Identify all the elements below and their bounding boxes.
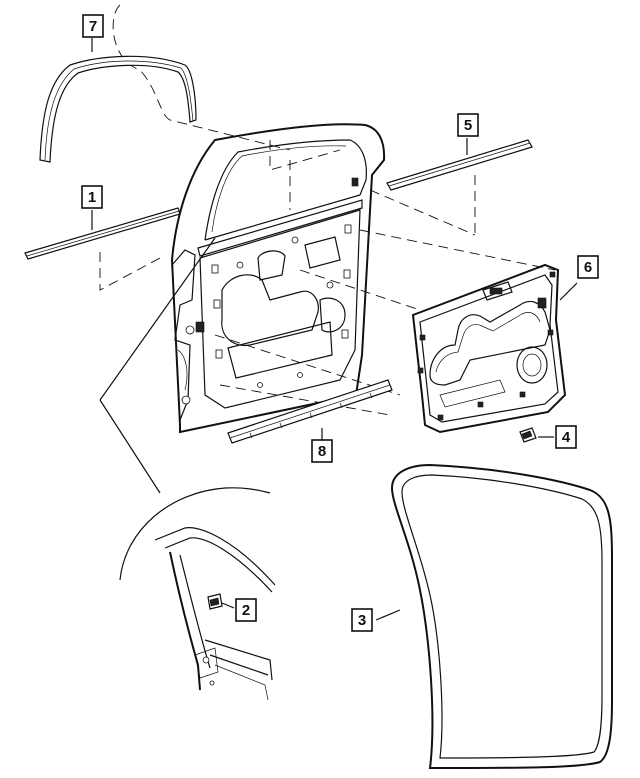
callout-2: 2 — [235, 598, 257, 622]
callout-4: 4 — [555, 425, 577, 449]
inner-belt-molding-part — [386, 139, 533, 191]
callout-8: 8 — [311, 439, 333, 463]
door-weatherstrip-part — [390, 463, 613, 770]
svg-text:1: 1 — [88, 189, 96, 206]
callout-1: 1 — [81, 185, 103, 209]
clip-part-4 — [519, 427, 537, 443]
callout-3: 3 — [351, 608, 373, 632]
svg-text:4: 4 — [562, 429, 571, 446]
detail-inset — [99, 237, 276, 701]
lower-sill-seal-part — [227, 379, 393, 444]
callout-leaders — [91, 38, 578, 621]
svg-text:2: 2 — [242, 602, 250, 619]
panel-clips — [417, 271, 556, 421]
outer-belt-molding-part — [24, 207, 181, 260]
door-trim-panel-part — [411, 263, 567, 434]
svg-text:8: 8 — [318, 443, 326, 460]
door-holes — [181, 224, 352, 405]
callout-6: 6 — [577, 255, 599, 279]
callout-5: 5 — [457, 113, 479, 137]
svg-text:3: 3 — [358, 612, 366, 629]
upper-frame-seal-part — [39, 55, 197, 163]
door-shell-part — [170, 123, 386, 434]
svg-text:7: 7 — [89, 18, 97, 35]
svg-text:5: 5 — [464, 117, 472, 134]
callout-7: 7 — [82, 14, 104, 38]
svg-text:6: 6 — [584, 259, 592, 276]
